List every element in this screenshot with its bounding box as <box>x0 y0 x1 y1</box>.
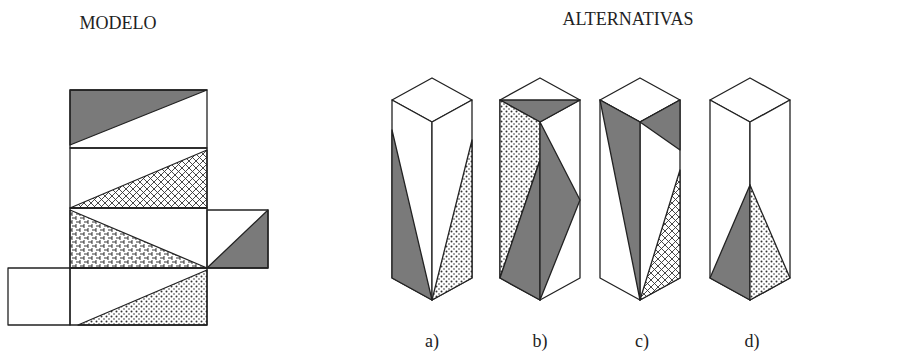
option-letter: b) <box>533 332 548 352</box>
prism-d <box>710 78 790 300</box>
prism-c <box>600 78 680 300</box>
option-letter: c) <box>635 332 649 352</box>
option-letter: a) <box>425 332 439 352</box>
prism-b <box>500 78 580 300</box>
section-heading: ALTERNATIVAS <box>562 10 693 30</box>
section-heading: MODELO <box>80 14 157 34</box>
net-model <box>8 90 268 325</box>
prism-a <box>392 78 472 300</box>
option-letter: d) <box>745 332 760 352</box>
